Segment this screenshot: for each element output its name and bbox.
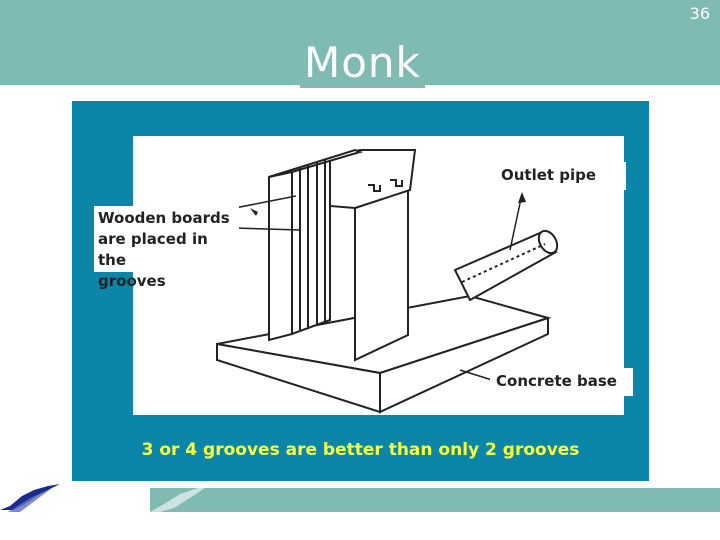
concrete-base-label: Concrete base [490,368,633,396]
figure-caption: 3 or 4 grooves are better than only 2 gr… [141,440,580,460]
footer-brush-graphic [150,486,208,512]
outlet-pipe-drawing [453,229,559,302]
wooden-boards-line-3: grooves [98,272,166,290]
slide-number: 36 [689,4,710,23]
footer-left-brush-graphic [0,484,60,512]
wooden-boards-line-1: Wooden boards [98,209,230,227]
wooden-boards-line-2: are placed in the [98,230,208,269]
outlet-pipe-label: Outlet pipe [495,162,626,190]
label-arrows [234,193,523,381]
footer-bar [150,488,720,512]
wooden-boards-label: Wooden boards are placed in the grooves [94,206,239,290]
monk-box [268,148,417,362]
slide-title: Monk [300,38,425,88]
arrow-heads [250,192,526,216]
